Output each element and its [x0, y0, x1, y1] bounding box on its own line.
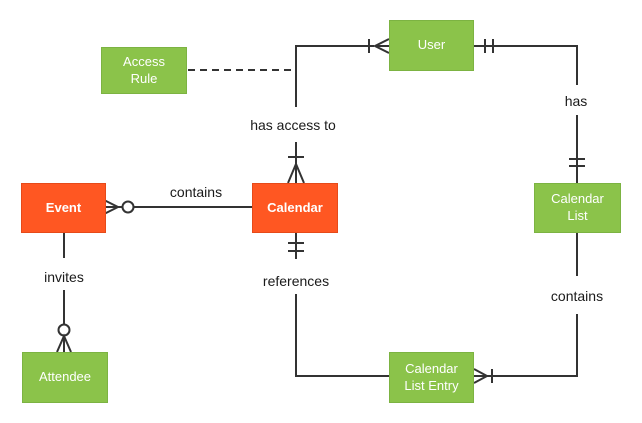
user-exactly-one-marker	[484, 39, 494, 53]
calendar-many-crowsfoot-marker	[287, 161, 305, 184]
relationship-label-references: references	[258, 272, 334, 290]
entity-user: User	[389, 20, 474, 71]
event-zero-circle-marker	[121, 200, 135, 214]
entity-calendar: Calendar	[252, 183, 338, 233]
attendee-many-crowsfoot-marker	[56, 333, 72, 353]
entity-calendar-label: Calendar	[267, 199, 323, 215]
entity-attendee-label: Attendee	[38, 369, 92, 385]
event-many-crowsfoot-marker	[103, 199, 122, 215]
entity-calendar-list-entry-label: Calendar List Entry	[404, 360, 459, 393]
entity-calendar-list-label: Calendar List	[551, 191, 604, 223]
relationship-label-has-access-to: has access to	[246, 116, 340, 134]
relationship-label-invites: invites	[40, 268, 88, 286]
has-connector-upper	[474, 45, 578, 85]
contains-entry-connector-lower	[474, 314, 578, 377]
entity-event: Event	[21, 183, 106, 233]
entity-attendee: Attendee	[22, 352, 108, 403]
relationship-label-contains-entry: contains	[546, 287, 608, 305]
user-many-crowsfoot-marker	[372, 38, 390, 54]
relationship-label-contains-event: contains	[165, 183, 227, 201]
relationship-label-has: has	[560, 92, 592, 110]
entity-access-rule-label: Access Rule	[123, 53, 165, 86]
calendar-exactly-one-marker	[288, 242, 304, 252]
entity-user-label: User	[417, 37, 446, 53]
has-access-to-connector-upper	[295, 45, 374, 107]
entity-event-label: Event	[45, 199, 82, 215]
calendar-list-exactly-one-marker	[569, 158, 585, 167]
entry-many-crowsfoot-marker	[473, 368, 490, 384]
entity-calendar-list-entry: Calendar List Entry	[389, 352, 474, 403]
entity-calendar-list: Calendar List	[534, 183, 621, 233]
entity-access-rule: Access Rule	[101, 47, 187, 94]
references-connector-lower	[295, 294, 389, 377]
